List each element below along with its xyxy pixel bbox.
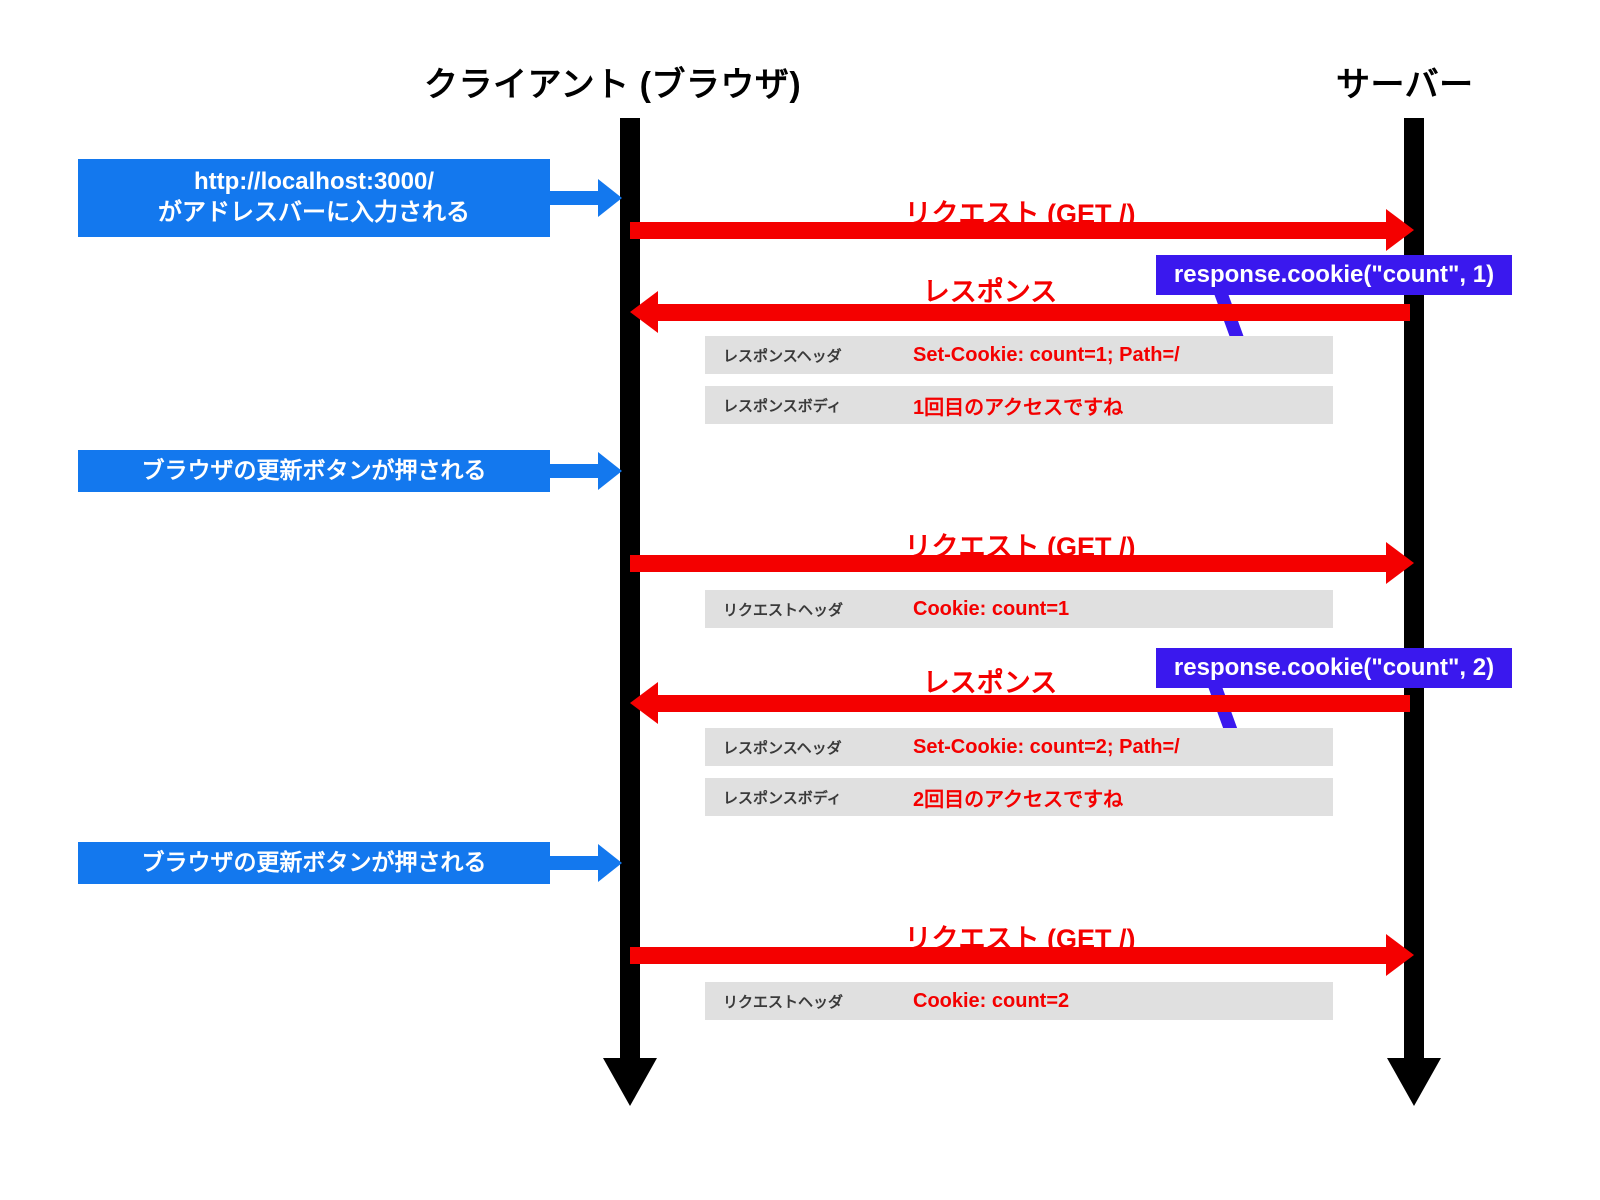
- detail-row-key: リクエストヘッダ: [723, 601, 844, 619]
- detail-row-value: Cookie: count=2: [913, 989, 1070, 1012]
- detail-row-response-header-2: レスポンスヘッダ Set-Cookie: count=2; Path=/: [705, 728, 1333, 766]
- client-actor-label: クライアント (ブラウザ): [424, 66, 802, 104]
- event-connector-arrow-icon: [598, 844, 622, 882]
- detail-row-value: 2回目のアクセスですね: [913, 788, 1124, 811]
- client-lifeline: [620, 118, 640, 1060]
- detail-row-request-header-2: リクエストヘッダ Cookie: count=2: [705, 982, 1333, 1020]
- event-connector-shaft: [548, 191, 600, 205]
- detail-row-response-body-1: レスポンスボディ 1回目のアクセスですね: [705, 386, 1333, 424]
- detail-row-response-body-2: レスポンスボディ 2回目のアクセスですね: [705, 778, 1333, 816]
- server-lifeline-arrow-icon: [1387, 1058, 1441, 1106]
- message-shaft-request-3: [630, 947, 1390, 964]
- message-label-response-1: レスポンス: [922, 277, 1058, 307]
- message-shaft-response-1: [658, 304, 1410, 321]
- event-connector-arrow-icon: [598, 179, 622, 217]
- server-actor-label: サーバー: [1336, 66, 1474, 104]
- detail-row-key: レスポンスボディ: [723, 789, 842, 807]
- message-label-response-2: レスポンス: [922, 668, 1058, 698]
- event-label-line2: がアドレスバーに入力される: [158, 199, 470, 226]
- detail-row-value: Set-Cookie: count=1; Path=/: [913, 343, 1180, 366]
- event-box-reload-2: ブラウザの更新ボタンが押される: [78, 842, 550, 884]
- event-connector-arrow-icon: [598, 452, 622, 490]
- client-lifeline-arrow-icon: [603, 1058, 657, 1106]
- message-arrow-right-icon-1: [1386, 209, 1414, 251]
- callout-set-cookie-2: response.cookie("count", 2): [1156, 648, 1512, 688]
- message-shaft-request-2: [630, 555, 1390, 572]
- detail-row-key: リクエストヘッダ: [723, 993, 844, 1011]
- event-connector-shaft: [548, 464, 600, 478]
- detail-row-key: レスポンスヘッダ: [723, 739, 842, 757]
- message-shaft-request-1: [630, 222, 1390, 239]
- event-label-line1: http://localhost:3000/: [193, 168, 435, 196]
- detail-row-key: レスポンスヘッダ: [723, 347, 842, 365]
- event-connector-shaft: [548, 856, 600, 870]
- message-arrow-left-icon-1: [630, 291, 658, 333]
- event-label-line1: ブラウザの更新ボタンが押される: [141, 849, 487, 876]
- message-shaft-response-2: [658, 695, 1410, 712]
- message-arrow-right-icon-2: [1386, 542, 1414, 584]
- detail-row-value: 1回目のアクセスですね: [913, 396, 1124, 419]
- detail-row-value: Set-Cookie: count=2; Path=/: [913, 735, 1180, 758]
- event-box-reload-1: ブラウザの更新ボタンが押される: [78, 450, 550, 492]
- detail-row-response-header-1: レスポンスヘッダ Set-Cookie: count=1; Path=/: [705, 336, 1333, 374]
- message-arrow-left-icon-2: [630, 682, 658, 724]
- event-label-line1: ブラウザの更新ボタンが押される: [141, 457, 487, 484]
- detail-row-key: レスポンスボディ: [723, 397, 842, 415]
- detail-row-request-header-1: リクエストヘッダ Cookie: count=1: [705, 590, 1333, 628]
- message-arrow-right-icon-3: [1386, 934, 1414, 976]
- callout-set-cookie-1: response.cookie("count", 1): [1156, 255, 1512, 295]
- detail-row-value: Cookie: count=1: [913, 597, 1070, 620]
- server-lifeline: [1404, 118, 1424, 1060]
- event-box-url-entered: http://localhost:3000/ がアドレスバーに入力される: [78, 159, 550, 237]
